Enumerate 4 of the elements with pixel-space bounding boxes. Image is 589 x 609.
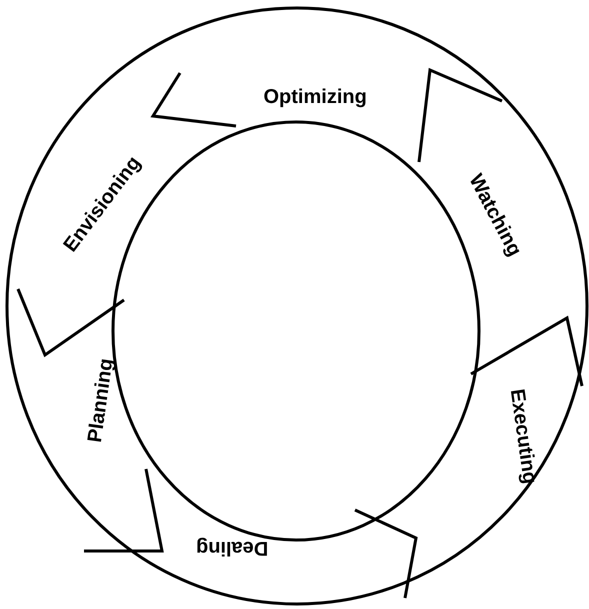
segment-label: Planning [84, 356, 118, 444]
segment-label: Dealing [196, 536, 268, 558]
segment-label: Executing [504, 387, 541, 485]
segment-label: Optimizing [264, 86, 367, 108]
